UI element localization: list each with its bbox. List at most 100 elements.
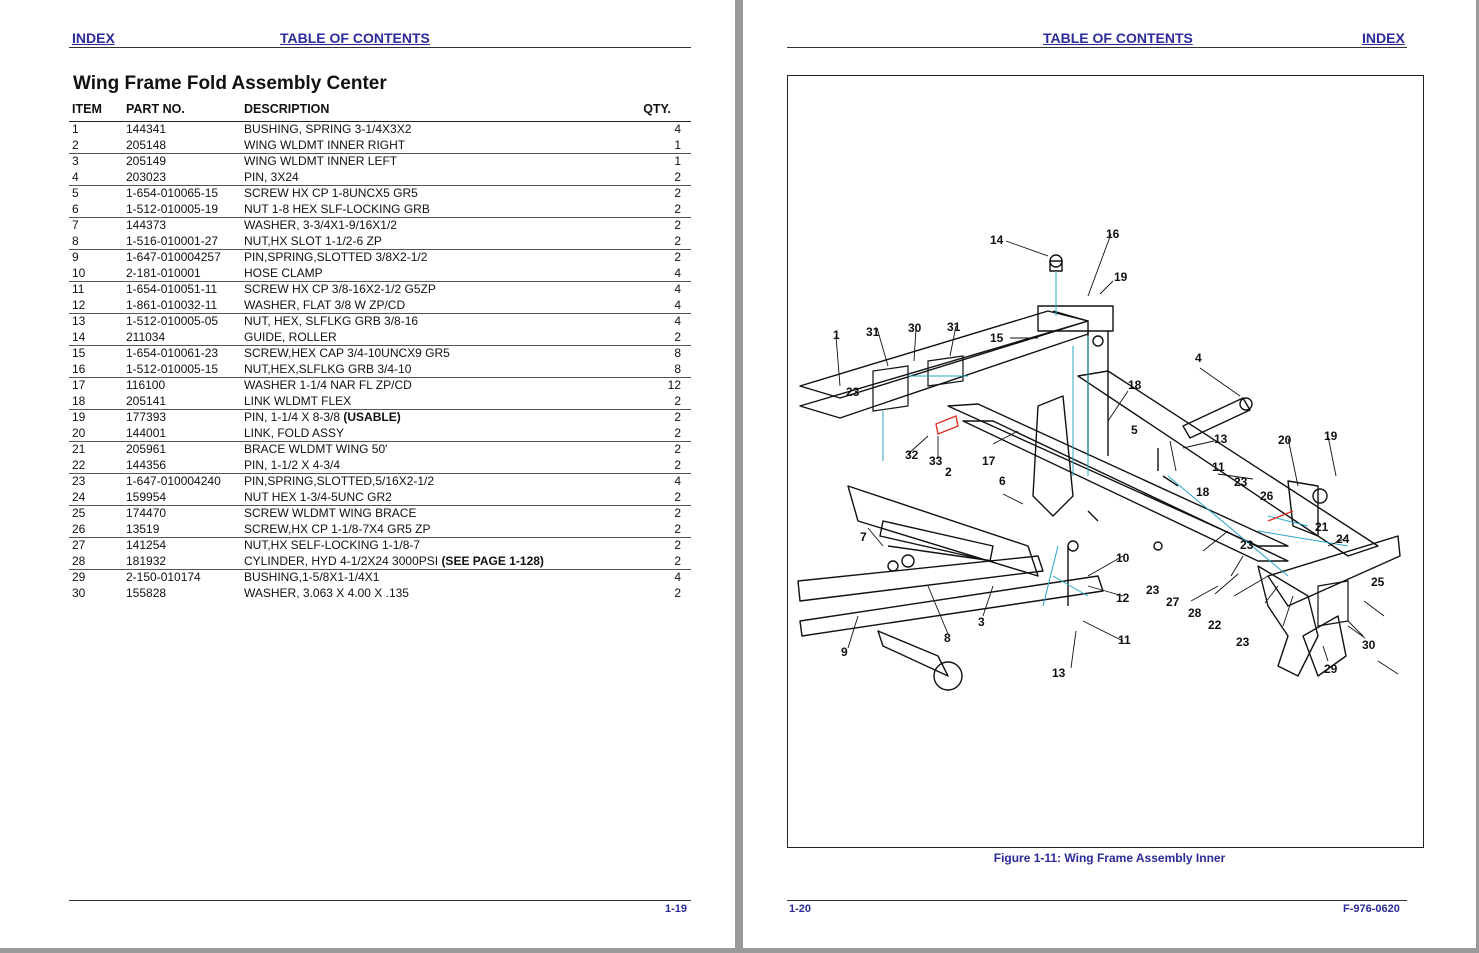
description-cell: SCREW HX CP 1-8UNCX5 GR5 (241, 185, 624, 202)
description-text: SCREW HX CP 3/8-16X2-1/2 G5ZP (244, 282, 436, 297)
index-link[interactable]: INDEX (1362, 30, 1405, 46)
part-number-cell: 1-512-010005-19 (126, 201, 219, 216)
callout-number: 14 (990, 233, 1004, 247)
callout-number: 13 (1052, 666, 1066, 680)
callout-number: 2 (945, 465, 952, 479)
part-number-cell: 1-512-010005-15 (126, 361, 219, 376)
part-number-cell: 144356 (126, 457, 167, 472)
item-cell: 29 (69, 569, 123, 586)
table-of-contents-link[interactable]: TABLE OF CONTENTS (1043, 30, 1193, 46)
description-cell: WASHER, 3.063 X 4.00 X .135 (241, 586, 624, 602)
item-cell: 30 (72, 585, 86, 600)
part-number-cell: 1-861-010032-11 (126, 297, 218, 312)
description-cell: HOSE CLAMP (241, 266, 624, 282)
callout-number: 10 (1116, 551, 1130, 565)
callout-number: 27 (1166, 595, 1180, 609)
item-cell: 15 (69, 345, 123, 362)
qty-cell: 2 (624, 185, 691, 202)
callout-number: 18 (1196, 485, 1210, 499)
part-number-cell: 144001 (126, 425, 167, 440)
qty-cell: 2 (674, 457, 681, 472)
page-number: 1-20 (789, 903, 812, 915)
callout-number: 22 (1208, 618, 1222, 632)
document-code: F-976-0620 (1343, 903, 1400, 915)
callout-number: 31 (947, 320, 961, 334)
qty-cell: 4 (674, 265, 681, 280)
description-note: (SEE PAGE 1-128) (441, 553, 544, 568)
callout-number: 26 (1260, 489, 1274, 503)
qty-cell: 2 (674, 393, 681, 408)
description-text: NUT HEX 1-3/4-5UNC GR2 (244, 489, 392, 504)
callout-number: 15 (990, 331, 1004, 345)
callout-number: 21 (1315, 520, 1329, 534)
item-cell: 1 (69, 121, 123, 138)
description-text: PIN, 1-1/2 X 4-3/4 (244, 457, 341, 472)
callout-number: 12 (1116, 591, 1130, 605)
callout-number: 1 (833, 328, 840, 342)
qty-cell: 2 (624, 441, 691, 458)
callout-number: 5 (1131, 423, 1138, 437)
callout-number: 20 (1278, 433, 1292, 447)
item-cell: 17 (69, 377, 123, 394)
description-text: SCREW,HX CP 1-1/8-7X4 GR5 ZP (244, 521, 431, 536)
item-cell: 6 (72, 201, 79, 216)
description-cell: WING WLDMT INNER RIGHT (241, 138, 624, 154)
description-cell: GUIDE, ROLLER (241, 330, 624, 346)
description-note: (USABLE) (343, 410, 401, 425)
callout-number: 8 (944, 631, 951, 645)
description-cell: WING WLDMT INNER LEFT (241, 153, 624, 170)
part-number-cell: 211034 (126, 329, 166, 344)
description-text: GUIDE, ROLLER (244, 329, 337, 344)
page-title: Wing Frame Fold Assembly Center (73, 73, 387, 94)
part-number-cell: 181932 (126, 553, 167, 568)
item-cell: 2 (72, 137, 79, 152)
qty-cell: 2 (624, 249, 691, 266)
description-cell: LINK, FOLD ASSY (241, 426, 624, 442)
part-number-cell: 144373 (123, 217, 241, 234)
description-text: PIN, 1-1/4 X 8-3/8 (244, 410, 344, 425)
callout-number: 16 (1106, 227, 1120, 241)
qty-cell: 12 (624, 377, 691, 394)
description-text: PIN, 3X24 (244, 169, 299, 184)
callout-number: 9 (841, 645, 848, 659)
callout-number: 19 (1114, 270, 1128, 284)
qty-cell: 1 (624, 153, 691, 170)
item-cell: 28 (72, 553, 86, 568)
footer-rule (69, 900, 691, 901)
part-number-cell: 1-654-010051-11 (123, 281, 241, 298)
qty-cell: 2 (624, 505, 691, 522)
description-cell: PIN,SPRING,SLOTTED 3/8X2-1/2 (241, 249, 624, 266)
qty-cell: 2 (674, 201, 681, 216)
callout-number: 30 (1362, 638, 1376, 652)
description-cell: PIN, 1-1/2 X 4-3/4 (241, 458, 624, 474)
callout-number: 30 (908, 321, 922, 335)
item-cell: 21 (69, 441, 123, 458)
description-text: BRACE WLDMT WING 50' (244, 442, 388, 457)
qty-cell: 2 (674, 553, 681, 568)
index-link[interactable]: INDEX (72, 30, 115, 46)
qty-cell: 4 (624, 473, 691, 490)
item-cell: 26 (72, 521, 86, 536)
description-text: NUT, HEX, SLFLKG GRB 3/8-16 (244, 314, 419, 329)
qty-cell: 2 (674, 329, 681, 344)
description-text: SCREW HX CP 1-8UNCX5 GR5 (244, 186, 418, 201)
item-cell: 10 (72, 265, 86, 280)
description-text: WING WLDMT INNER RIGHT (244, 137, 406, 152)
item-cell: 24 (72, 489, 86, 504)
part-number-cell: 205141 (126, 393, 167, 408)
table-of-contents-link[interactable]: TABLE OF CONTENTS (280, 30, 430, 46)
qty-cell: 2 (674, 489, 681, 504)
header-rule (69, 47, 691, 48)
item-cell: 9 (69, 249, 123, 266)
